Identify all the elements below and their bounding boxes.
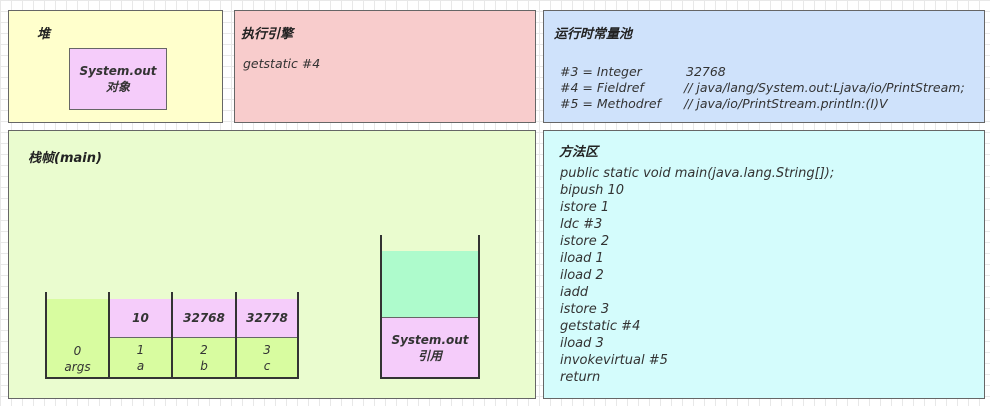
bytecode-line: bipush 10 [560, 183, 625, 198]
pool-key: #3 = Integer [560, 64, 642, 79]
pool-entries: #3 = Integer 32768 #4 = Fieldref // java/l… [560, 64, 965, 112]
stack-wall [380, 235, 382, 379]
operand-stack-empty [381, 251, 479, 318]
system-out-object: System.out 对象 [69, 48, 167, 110]
slot-name: c [263, 359, 271, 373]
slot-index: 0 [73, 344, 82, 358]
bytecode-line: iadd [560, 285, 589, 300]
pool-entry: #3 = Integer 32768 [560, 64, 965, 80]
bytecode-line: public static void main(java.lang.String… [560, 166, 835, 181]
bytecode-line: iload 3 [560, 336, 604, 351]
engine-instruction: getstatic #4 [243, 56, 321, 71]
pool-value: 32768 [686, 64, 726, 79]
execution-engine-panel: 执行引擎 getstatic #4 [234, 10, 536, 123]
object-label: 对象 [105, 80, 130, 94]
slot-index: 2 [200, 343, 208, 357]
bytecode-line: getstatic #4 [560, 319, 641, 334]
bytecode-line: iload 2 [560, 268, 604, 283]
slot-name: b [200, 359, 208, 373]
pool-title: 运行时常量池 [554, 27, 633, 42]
slot-index: 3 [263, 343, 271, 357]
slot-name: a [136, 359, 145, 373]
engine-title: 执行引擎 [241, 27, 294, 42]
table-divider [235, 292, 237, 379]
local-value-2: 32768 [172, 299, 236, 338]
pool-entry: #4 = Fieldref // java/lang/System.out:Lja… [560, 80, 965, 96]
heap-title: 堆 [37, 27, 51, 42]
heap-panel: 堆 System.out 对象 [8, 10, 223, 123]
method-area-panel: 方法区 public static void main(java.lang.St… [543, 130, 985, 399]
table-divider [171, 292, 173, 379]
pool-entry: #5 = Methodref // java/io/PrintStream.pri… [560, 96, 965, 112]
frame-title: 栈帧(main) [28, 151, 102, 166]
table-divider [45, 292, 47, 379]
table-bottom [45, 377, 299, 379]
local-value-1: 10 [109, 299, 172, 338]
table-divider [297, 292, 299, 379]
bytecode-line: istore 1 [560, 200, 610, 215]
pool-value: // java/lang/System.out:Ljava/io/PrintSt… [684, 80, 965, 95]
bytecode-line: ldc #3 [560, 217, 603, 232]
bytecode-line: return [560, 370, 601, 385]
operand-label: 引用 [417, 349, 442, 363]
operand-system-out-ref: System.out 引用 [381, 318, 479, 378]
slot-index: 1 [136, 343, 145, 357]
local-value-3: 32778 [236, 299, 298, 338]
bytecode-line: invokevirtual #5 [560, 353, 668, 368]
pool-value: // java/io/PrintStream.println:(I)V [684, 96, 888, 111]
table-divider [108, 292, 110, 379]
stack-bottom [380, 377, 480, 379]
object-name: System.out [79, 64, 157, 78]
bytecode-line: istore 2 [560, 234, 610, 249]
bytecode-line: iload 1 [560, 251, 604, 266]
constant-pool-panel: 运行时常量池 #3 = Integer 32768 #4 = Fieldref //… [543, 10, 985, 123]
stack-wall [478, 235, 480, 379]
method-bytecode: public static void main(java.lang.String… [560, 165, 834, 386]
method-title: 方法区 [559, 145, 599, 160]
bytecode-line: istore 3 [560, 302, 610, 317]
pool-key: #4 = Fieldref [560, 80, 644, 95]
pool-key: #5 = Methodref [560, 96, 661, 111]
slot-name: args [64, 360, 91, 374]
local-slot-0: 0 args [46, 299, 109, 378]
operand-name: System.out [391, 333, 469, 347]
